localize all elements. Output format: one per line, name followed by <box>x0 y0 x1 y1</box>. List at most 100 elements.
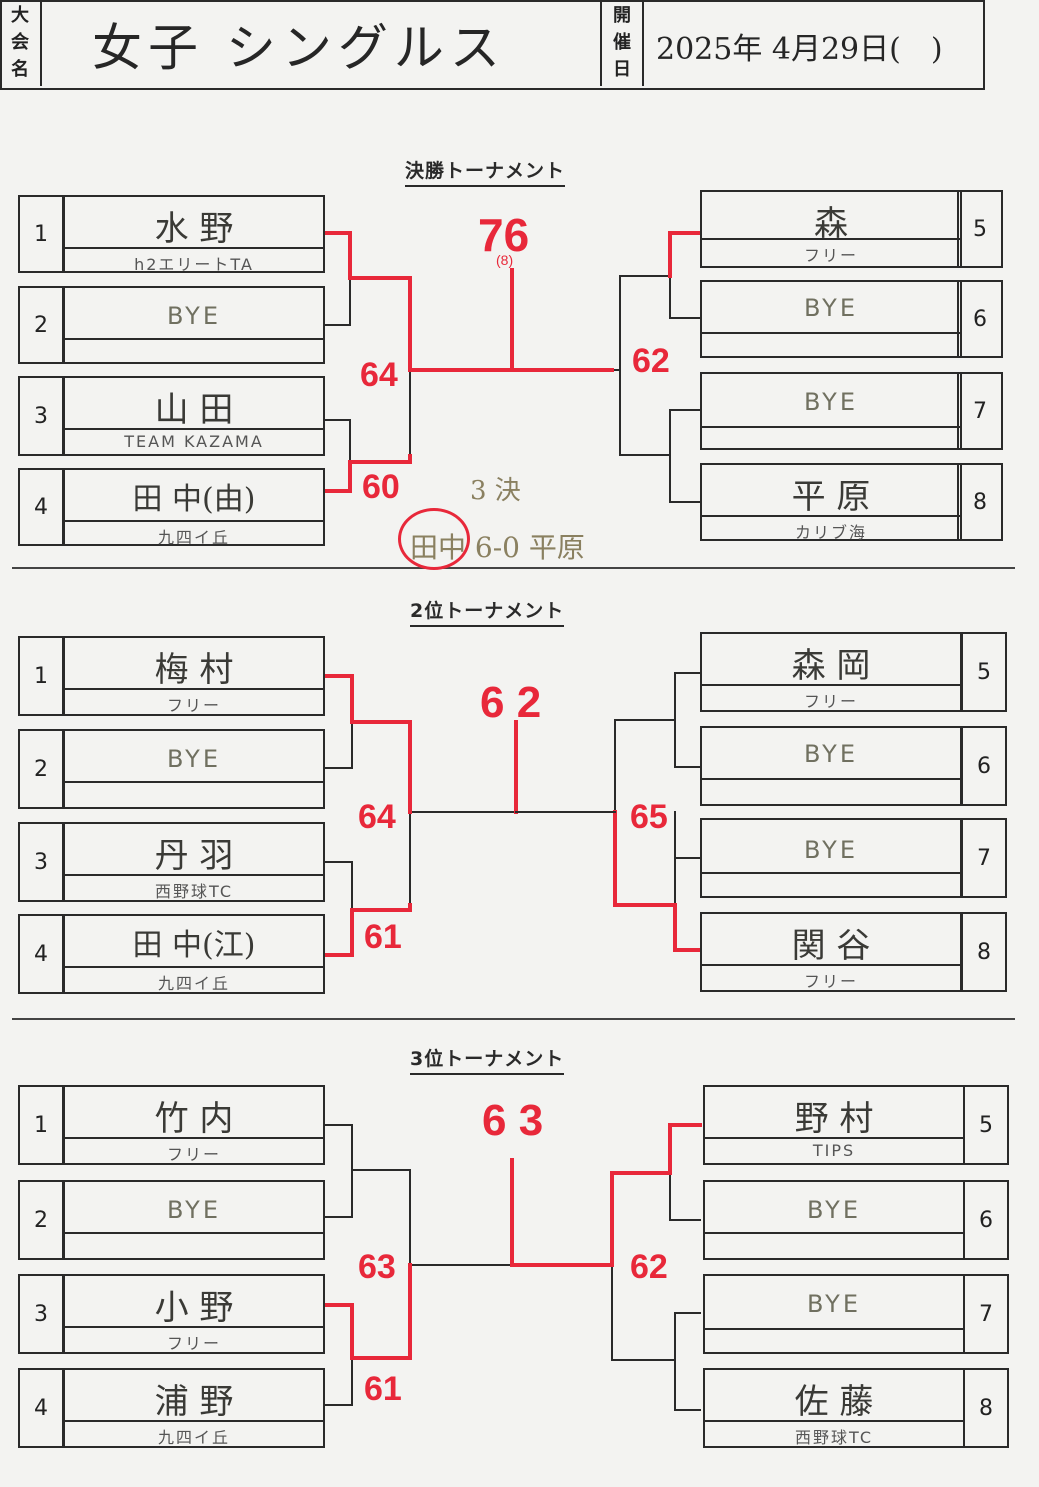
third-tournament-title: 3位トーナメント <box>410 1044 565 1075</box>
player-name: 森 <box>814 204 848 244</box>
seed-number: 2 <box>18 286 64 364</box>
left-final-score: 64 <box>360 356 398 394</box>
seed-number: 2 <box>18 1180 64 1260</box>
player-name: 竹 内 <box>154 1099 234 1139</box>
event-header: 大 会 名 女子 シングルス 開 催 日 2025年 4月29日( ) <box>0 0 985 90</box>
player-name: BYE <box>167 302 221 330</box>
seed-number: 8 <box>957 463 1003 541</box>
player-slot: 山 田 TEAM KAZAMA <box>63 376 325 456</box>
player-name: 田 中(由) <box>132 482 256 517</box>
left-semi-score: 60 <box>362 468 400 506</box>
player-slot: 丹 羽 西野球TC <box>63 822 325 902</box>
player-club: フリー <box>803 246 858 265</box>
player-club: 九四イ丘 <box>157 974 230 993</box>
player-name: 関 谷 <box>791 926 871 966</box>
player-slot: 野 村 TIPS <box>703 1085 965 1165</box>
left-semi-score: 61 <box>364 1370 402 1408</box>
player-club: カリブ海 <box>794 523 867 542</box>
tiebreak-score: (8) <box>496 252 514 268</box>
player-club: フリー <box>166 1145 221 1164</box>
player-slot: BYE <box>700 280 962 358</box>
label-char: 会 <box>11 32 29 53</box>
player-club: フリー <box>803 692 858 711</box>
right-final-score: 62 <box>632 342 670 380</box>
player-slot: BYE <box>63 1180 325 1260</box>
player-name: 野 村 <box>794 1099 874 1139</box>
player-slot: BYE <box>700 372 962 450</box>
seed-number: 3 <box>18 822 64 902</box>
label-char: 開 <box>613 5 631 26</box>
player-club: フリー <box>166 1334 221 1353</box>
final-tournament-title: 決勝トーナメント <box>405 156 566 187</box>
seed-number: 5 <box>957 190 1003 268</box>
seed-number: 4 <box>18 1368 64 1448</box>
seed-number: 3 <box>18 376 64 456</box>
player-slot: BYE <box>63 729 325 809</box>
player-slot: 田 中(江) 九四イ丘 <box>63 914 325 994</box>
player-slot: 森 岡 フリー <box>700 632 962 712</box>
player-name: 水 野 <box>154 209 234 249</box>
player-name: 森 岡 <box>791 646 871 686</box>
player-club: TIPS <box>812 1141 856 1160</box>
section-divider <box>12 1018 1015 1020</box>
section-divider <box>12 567 1015 569</box>
champion-score: 6 3 <box>482 1096 544 1145</box>
player-name: BYE <box>804 388 858 416</box>
event-date: 2025年 4月29日( ) <box>656 32 943 67</box>
seed-number: 8 <box>963 1368 1009 1448</box>
seed-number: 7 <box>963 1274 1009 1354</box>
event-name-label: 大 会 名 <box>0 0 42 86</box>
player-slot: 浦 野 九四イ丘 <box>63 1368 325 1448</box>
seed-number: 4 <box>18 914 64 994</box>
seed-number: 1 <box>18 195 64 273</box>
player-club: フリー <box>803 972 858 991</box>
seed-number: 8 <box>961 912 1007 992</box>
seed-number: 6 <box>961 726 1007 806</box>
seed-number: 7 <box>961 818 1007 898</box>
player-name: BYE <box>167 1196 221 1224</box>
player-slot: BYE <box>63 286 325 364</box>
player-name: 佐 藤 <box>794 1382 874 1422</box>
event-name: 女子 シングルス <box>92 19 506 77</box>
seed-number: 5 <box>961 632 1007 712</box>
seed-number: 2 <box>18 729 64 809</box>
player-slot: 平 原 カリブ海 <box>700 463 962 542</box>
player-name: BYE <box>804 294 858 322</box>
seed-number: 4 <box>18 468 64 546</box>
header-divider <box>600 0 602 86</box>
seed-number: 7 <box>957 372 1003 450</box>
player-slot: BYE <box>700 726 962 806</box>
date-label: 開 催 日 <box>602 0 644 86</box>
label-char: 催 <box>613 32 631 53</box>
player-slot: BYE <box>703 1274 965 1354</box>
player-slot: 竹 内 フリー <box>63 1085 325 1165</box>
second-tournament-title: 2位トーナメント <box>410 596 565 627</box>
player-name: 丹 羽 <box>154 836 234 876</box>
player-slot: 森 フリー <box>700 190 962 268</box>
player-club: h2エリートTA <box>134 255 254 274</box>
player-name: 梅 村 <box>154 650 234 690</box>
player-name: 田 中(江) <box>132 928 256 963</box>
player-name: 浦 野 <box>154 1382 234 1422</box>
player-name: BYE <box>167 745 221 773</box>
right-final-score: 65 <box>630 798 668 836</box>
player-name: BYE <box>807 1290 861 1318</box>
player-name: 平 原 <box>791 477 871 517</box>
player-club: フリー <box>166 696 221 715</box>
player-slot: 関 谷 フリー <box>700 912 962 992</box>
player-name: BYE <box>804 740 858 768</box>
champion-score: 76 <box>478 209 530 261</box>
player-club: 西野球TC <box>154 882 233 901</box>
player-slot: 小 野 フリー <box>63 1274 325 1354</box>
player-club: 西野球TC <box>794 1428 873 1447</box>
third-place-label: 3 決 <box>470 476 521 506</box>
player-slot: BYE <box>700 818 962 898</box>
seed-number: 1 <box>18 636 64 716</box>
seed-number: 6 <box>963 1180 1009 1260</box>
player-slot: 梅 村 フリー <box>63 636 325 716</box>
left-final-score: 64 <box>358 798 396 836</box>
left-final-score: 63 <box>358 1248 396 1286</box>
player-club: 九四イ丘 <box>157 1428 230 1447</box>
player-club: 九四イ丘 <box>157 528 230 547</box>
winner-circle-mark <box>398 508 470 570</box>
